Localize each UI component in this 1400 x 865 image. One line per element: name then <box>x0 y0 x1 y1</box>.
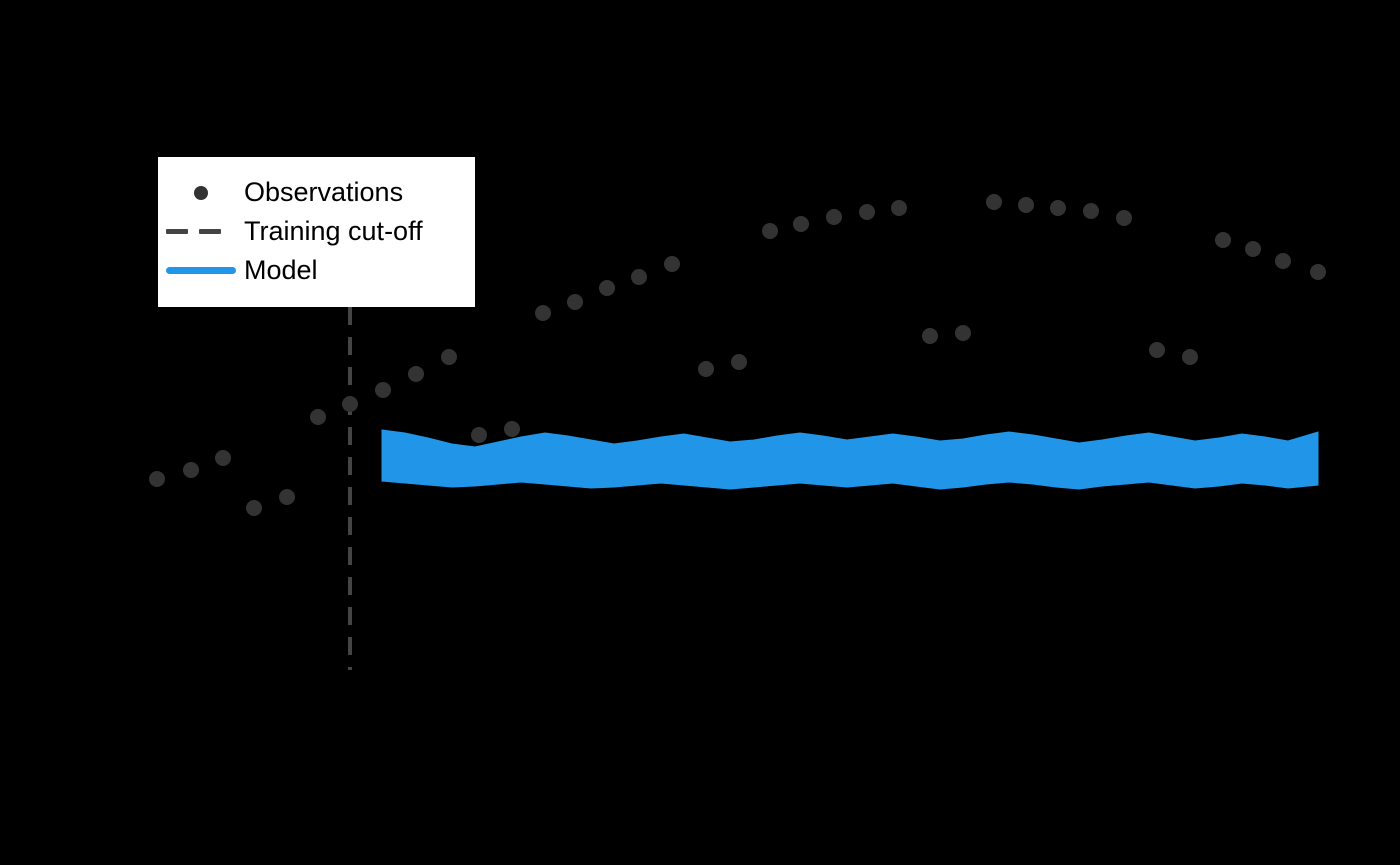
observation-point <box>183 462 199 478</box>
legend-key-marker-dot-icon <box>158 173 244 212</box>
legend-label-model: Model <box>244 255 318 285</box>
legend-label-observations: Observations <box>244 177 404 207</box>
dot-marker-icon <box>194 186 208 200</box>
observation-point <box>731 354 747 370</box>
observation-point <box>1215 232 1231 248</box>
observation-point <box>599 280 615 296</box>
legend-item-model: Model <box>158 251 475 290</box>
legend-label-training-cutoff: Training cut-off <box>244 216 423 246</box>
observation-point <box>859 204 875 220</box>
observation-point <box>504 421 520 437</box>
legend-item-training-cutoff: Training cut-off <box>158 212 475 251</box>
observation-points <box>149 194 1326 516</box>
observation-point <box>279 489 295 505</box>
observation-point <box>1275 253 1291 269</box>
observation-point <box>342 396 358 412</box>
observation-point <box>955 325 971 341</box>
observation-point <box>1149 342 1165 358</box>
observation-point <box>698 361 714 377</box>
observation-point <box>1116 210 1132 226</box>
observation-point <box>535 305 551 321</box>
observation-point <box>149 471 165 487</box>
legend-key-solid-line-icon <box>158 251 244 290</box>
observation-point <box>762 223 778 239</box>
observation-point <box>246 500 262 516</box>
observation-point <box>664 256 680 272</box>
model-band <box>381 429 1319 490</box>
observation-point <box>986 194 1002 210</box>
observation-point <box>471 427 487 443</box>
observation-point <box>375 382 391 398</box>
observation-point <box>215 450 231 466</box>
legend-key-dashed-line-icon <box>158 212 244 251</box>
observation-point <box>922 328 938 344</box>
observation-point <box>567 294 583 310</box>
observation-point <box>408 366 424 382</box>
observation-point <box>1083 203 1099 219</box>
model-band-area <box>381 429 1319 490</box>
observation-point <box>441 349 457 365</box>
observation-point <box>631 269 647 285</box>
observation-point <box>1018 197 1034 213</box>
legend-item-observations: Observations <box>158 173 475 212</box>
dash-segment-right-icon <box>199 229 221 234</box>
solid-line-icon <box>166 267 236 274</box>
chart-legend: Observations Training cut-off Model <box>158 157 475 307</box>
observation-point <box>1310 264 1326 280</box>
observation-point <box>891 200 907 216</box>
observation-point <box>1050 200 1066 216</box>
observation-point <box>1245 241 1261 257</box>
observation-point <box>310 409 326 425</box>
observation-point <box>793 216 809 232</box>
observation-point <box>826 209 842 225</box>
dash-segment-left-icon <box>166 229 188 234</box>
observation-point <box>1182 349 1198 365</box>
